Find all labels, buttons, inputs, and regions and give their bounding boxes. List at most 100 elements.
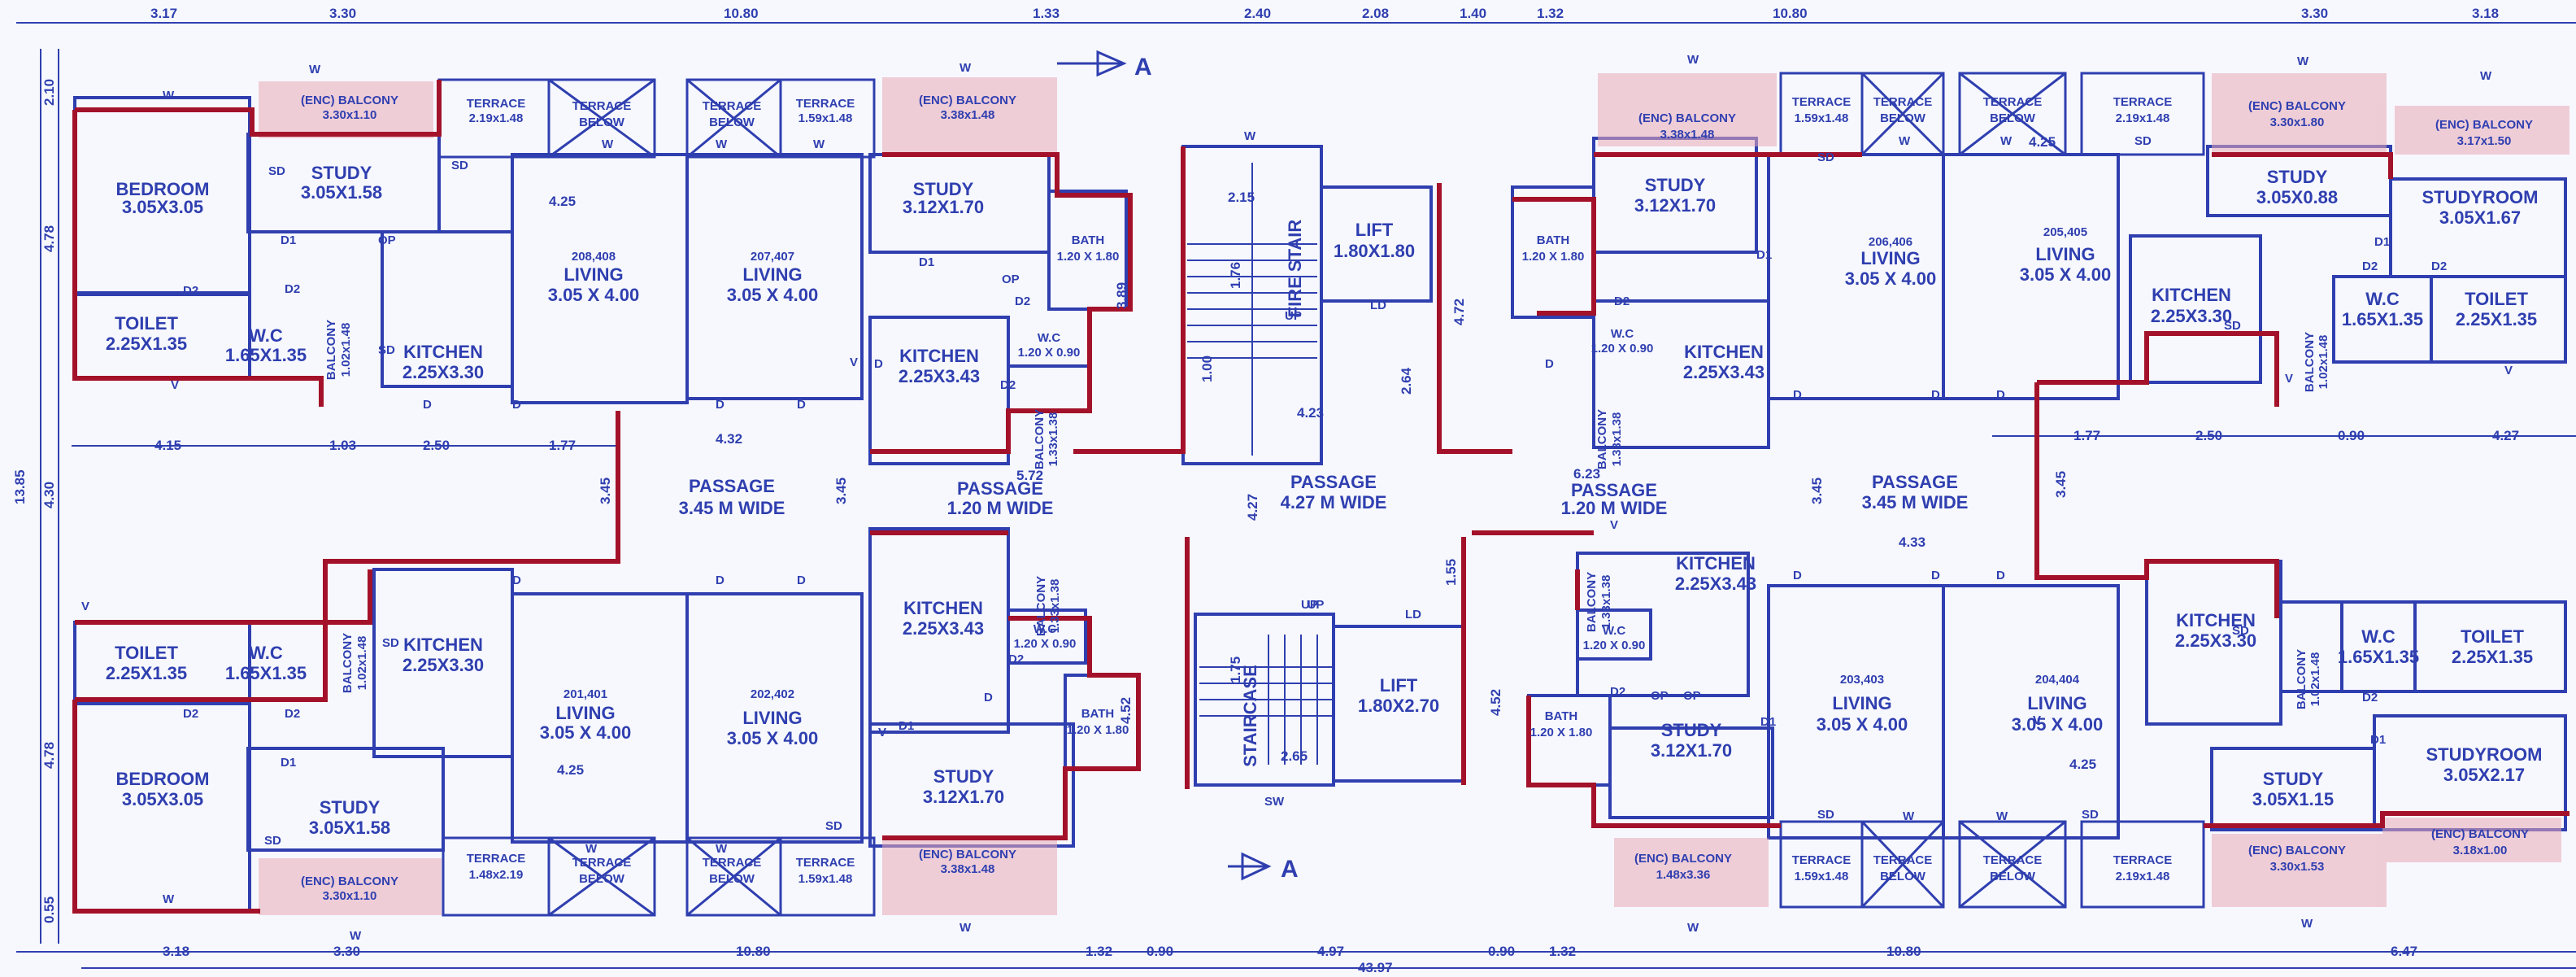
dim-label: 3.45 [1809,478,1825,504]
dim-label: 3.30 [2301,6,2328,21]
dim-label: 1.40 [1460,6,1486,21]
room-name: TERRACE [1792,95,1852,109]
mark: D [1793,388,1802,402]
mark: V [2285,372,2293,386]
room-size: 2.19x1.48 [2116,111,2170,125]
mark: D [984,691,993,704]
room-size: 1.33x1.38 [1048,579,1062,634]
dim-label: 4.30 [41,482,57,508]
section-label: A [1281,856,1299,883]
mark: W [1899,134,1911,148]
dim-label: 3.45 [833,478,849,504]
dim-label: 2.10 [41,79,57,106]
room-size: 1.20 X 1.80 [1530,726,1593,739]
room-name: PASSAGE [957,478,1043,499]
room-name: W.C [1603,624,1625,638]
room-name: KITCHEN [1676,553,1756,574]
mark: W [163,89,175,102]
mark: D [1931,569,1940,582]
dim-label: 2.50 [2195,428,2222,443]
room-size: 1.20 X 1.80 [1522,250,1585,264]
bottom-dimensions: 3.18 3.30 10.80 1.32 0.90 4.97 0.90 1.32… [163,944,2417,959]
dim-label: 2.08 [1362,6,1389,21]
room-name: (ENC) BALCONY [1638,111,1736,125]
room-size: 2.25X3.30 [402,362,484,382]
mark: D [1931,388,1940,402]
room-name: STUDY [1645,175,1706,195]
mark: SD [268,164,285,178]
mark: SW [1264,795,1285,809]
room-name: BATH [1081,707,1115,721]
mark: D1 [919,255,934,269]
room-size: 1.59x1.48 [798,111,853,125]
mark: D [1793,569,1802,582]
room-name: KITCHEN [903,598,983,618]
room-name: TOILET [2461,626,2524,647]
room-name: TERRACE [1983,853,2043,867]
dim-label: 4.32 [716,431,742,447]
dim-label: 4.25 [2029,134,2056,150]
mark: D2 [183,284,198,298]
room-name: BATH [1072,233,1105,247]
mark: V [2504,364,2513,377]
room-name: STUDY [1661,720,1722,740]
room-size: 1.65X1.35 [2342,309,2423,329]
room-name: TERRACE [1792,853,1852,867]
dim-label: 0.90 [2338,428,2365,443]
mark: W [813,137,825,151]
door-marks: W W W W W W W W W W W W W W W W W W W W … [81,53,2513,943]
room-size: 2.25X1.35 [106,663,187,683]
mark: D2 [1610,685,1625,699]
mark: D [874,357,883,371]
room-size: 3.30x1.80 [2270,116,2325,129]
mark: OP [1651,689,1669,703]
room-name: KITCHEN [403,635,483,655]
room-size: 1.80X2.70 [1358,696,1439,716]
room-name: TERRACE [467,852,526,866]
dim-label: 3.18 [2472,6,2499,21]
room-size: 3.05 X 4.00 [540,722,632,743]
room-name: TOILET [115,643,178,663]
room-size: 3.05 X 4.00 [548,285,640,305]
dim-label: 4.15 [154,438,181,453]
room-name: W.C [2365,289,2400,309]
room-name: LIVING [1860,248,1920,268]
dim-label: 10.80 [1886,944,1921,959]
room-name: (ENC) BALCONY [1634,852,1732,866]
room-size: 1.80X1.80 [1334,241,1415,261]
mark: W [1996,809,2008,823]
room-name: KITCHEN [1684,342,1764,362]
section-arrow-top: A [1057,50,1152,81]
room-name: TERRACE [1873,95,1933,109]
room-size: 3.05 X 4.00 [2012,714,2104,735]
dim-label: 2.40 [1244,6,1271,21]
dim-label: 0.55 [41,896,57,923]
mark: OP [1002,273,1020,286]
room-size: 3.38x1.48 [941,108,995,122]
unit-number: 206,406 [1869,235,1912,249]
room-size: 1.20 M WIDE [1561,498,1668,518]
room-name: BALCONY [324,320,338,380]
mark: UP [1301,598,1318,612]
room-name: BALCONY [2295,649,2308,709]
mark: D [1996,569,2005,582]
room-size: 1.59x1.48 [1795,870,1849,883]
room-labels: (ENC) BALCONY 3.30x1.10 TERRACE 2.19x1.4… [106,94,2543,903]
dim-label: 4.27 [2492,428,2519,443]
mark: D [797,574,806,587]
dim-label: 2.65 [1281,748,1308,764]
mark: D2 [285,282,300,296]
room-size: 3.05 X 4.00 [1845,268,1937,289]
room-name: TERRACE [1983,95,2043,109]
dim-label: 1.77 [2073,428,2100,443]
mark: D [797,398,806,412]
room-size: 3.05 X 4.00 [727,285,819,305]
mark: W [1687,921,1699,935]
room-size: 1.20 X 1.80 [1057,250,1120,264]
room-size: UP [1308,598,1325,612]
room-size: 2.25X1.35 [2456,309,2537,329]
mark: V [1610,518,1618,532]
room-size: 2.19x1.48 [2116,870,2170,883]
room-name: (ENC) BALCONY [2435,118,2533,132]
